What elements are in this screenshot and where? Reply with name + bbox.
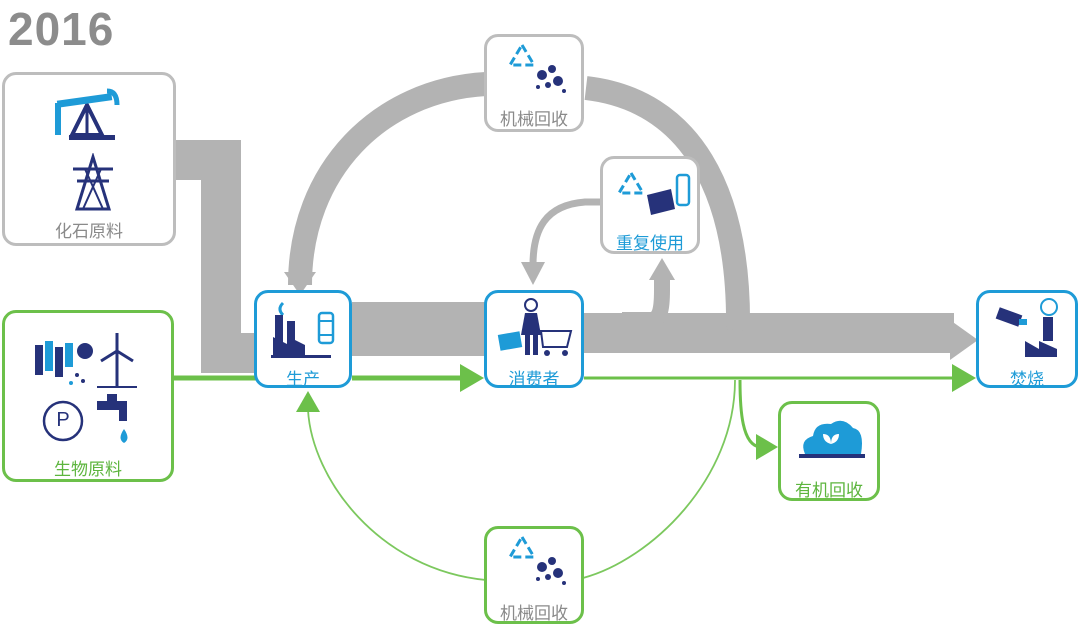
node-fossil: 化石原料 <box>2 72 176 246</box>
incinerator-icon <box>995 298 1058 357</box>
shopping-cart-icon <box>497 298 573 356</box>
node-organic-label: 有机回收 <box>795 481 863 501</box>
node-reuse: 重复使用 <box>600 156 700 254</box>
green-consumer-to-organic <box>738 379 761 449</box>
year-title: 2016 <box>8 3 115 55</box>
arrowhead-reuse-to-consumer <box>521 262 545 285</box>
p-circle-icon <box>42 400 84 442</box>
crops-icon <box>35 341 93 385</box>
flow-consumer-to-reuse <box>622 278 670 328</box>
node-bio: P 生物原料 <box>2 310 174 482</box>
node-production: 生产 <box>254 290 352 390</box>
flow-mech-top-loop <box>288 72 751 331</box>
arrowhead-green-organic <box>756 434 778 460</box>
arrowhead-green-consumer <box>460 364 484 392</box>
wind-turbine-icon <box>97 333 137 388</box>
node-bio-label: 生物原料 <box>54 460 122 480</box>
recycle-particles-icon <box>507 534 566 585</box>
node-consumer: 消费者 <box>484 290 584 390</box>
factory-icon <box>271 301 335 358</box>
water-tap-icon <box>97 394 128 443</box>
compost-bush-icon <box>799 420 865 458</box>
reuse-box-icon <box>616 170 691 215</box>
node-fossil-label: 化石原料 <box>55 222 123 242</box>
flow-reuse-to-consumer <box>529 198 600 266</box>
green-mech-bottom-loop <box>307 379 736 581</box>
node-mech-top: 机械回收 <box>484 34 584 132</box>
recycle-particles-icon <box>507 42 566 93</box>
flow-fossil-to-production <box>176 140 258 373</box>
flow-production-to-consumer <box>352 302 486 356</box>
node-incineration-label: 焚烧 <box>1010 370 1044 390</box>
node-reuse-label: 重复使用 <box>616 234 684 254</box>
arrowhead-to-incineration <box>950 320 978 360</box>
node-mech-bottom-label: 机械回收 <box>500 604 568 624</box>
arrowhead-green-incineration <box>952 364 976 392</box>
node-consumer-label: 消费者 <box>508 370 560 390</box>
node-mech-bottom: 机械回收 <box>484 526 584 624</box>
node-incineration: 焚烧 <box>976 290 1078 390</box>
power-tower-icon <box>73 153 113 211</box>
oil-pump-icon <box>55 88 120 140</box>
arrowhead-mech-top-to-production <box>284 272 316 295</box>
node-organic: 有机回收 <box>778 401 880 501</box>
arrowhead-to-reuse <box>649 258 675 280</box>
node-mech-top-label: 机械回收 <box>500 110 568 130</box>
p-circle-letter: P <box>56 409 70 431</box>
arrowhead-green-production <box>296 391 320 412</box>
node-production-label: 生产 <box>286 370 320 390</box>
